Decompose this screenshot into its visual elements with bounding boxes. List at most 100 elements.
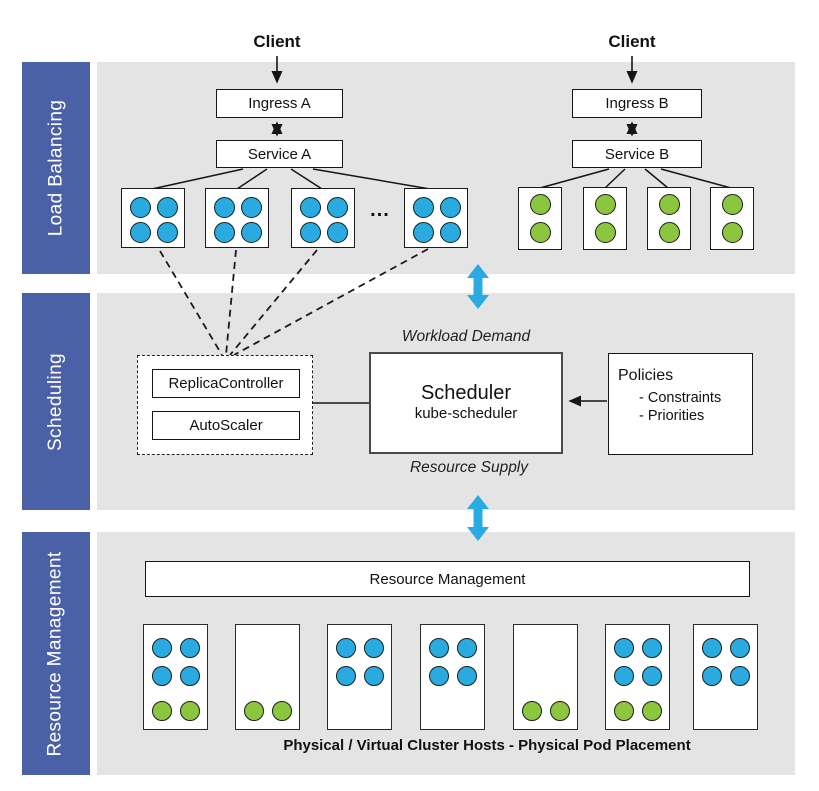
pod-circle-blue <box>336 666 356 686</box>
pod-circle-blue <box>300 222 321 243</box>
pod-circle-blue <box>429 638 449 658</box>
pod-circle-blue <box>180 638 200 658</box>
pod-circle-green <box>530 194 551 215</box>
policies-item: - Priorities <box>639 408 705 425</box>
pod-circle-blue <box>327 222 348 243</box>
pod-circle-green <box>722 194 743 215</box>
service-a-label: Service A <box>247 145 312 163</box>
pod-circle-blue <box>130 222 151 243</box>
pod-circle-green <box>180 701 200 721</box>
scheduling-label: Scheduling <box>45 352 66 451</box>
pod-circle-green <box>614 701 634 721</box>
autoscaler-label: AutoScaler <box>189 417 263 434</box>
resource-management-label: Resource Management <box>45 550 67 757</box>
pod-circle-blue <box>440 222 461 243</box>
replica-controller-box: ReplicaController <box>152 369 300 398</box>
pod-group-b <box>518 187 754 250</box>
sidebar-resource-management: Resource Management <box>22 532 90 775</box>
pod-circle-blue <box>327 197 348 218</box>
sidebar-load-balancing: Load Balancing <box>22 62 90 274</box>
pod-box <box>583 187 627 250</box>
load-balancing-label: Load Balancing <box>45 99 67 237</box>
policies-box: Policies - Constraints - Priorities <box>608 353 753 455</box>
policies-item: - Constraints <box>639 390 722 406</box>
pod-circle-blue <box>241 222 262 243</box>
pod-circle-green <box>642 701 662 721</box>
pod-circle-blue <box>180 666 200 686</box>
pod-circle-green <box>550 701 570 721</box>
scheduler-subtitle: kube-scheduler <box>414 405 518 423</box>
pod-circle-blue <box>152 666 172 686</box>
pod-circle-green <box>272 701 292 721</box>
ingress-b-label: Ingress B <box>605 95 669 112</box>
pod-box <box>291 188 355 248</box>
service-b-box: Service B <box>572 140 702 168</box>
autoscaler-box: AutoScaler <box>152 411 300 440</box>
pod-box <box>205 188 269 248</box>
policies-title: Policies <box>618 367 674 384</box>
workload-demand-label: Workload Demand <box>401 328 531 345</box>
pod-circle-blue <box>157 222 178 243</box>
host-box <box>420 624 485 730</box>
host-box <box>143 624 208 730</box>
scheduler-box: Scheduler kube-scheduler <box>369 352 563 454</box>
pod-circle-green <box>595 194 616 215</box>
pod-circle-blue <box>214 197 235 218</box>
pod-circle-blue <box>730 638 750 658</box>
cluster-hosts-row <box>143 624 759 730</box>
pod-circle-green <box>530 222 551 243</box>
replica-controller-label: ReplicaController <box>168 375 284 392</box>
resource-supply-label: Resource Supply <box>409 459 529 476</box>
pod-circle-blue <box>730 666 750 686</box>
pod-circle-green <box>595 222 616 243</box>
pod-circle-green <box>659 222 680 243</box>
pod-circle-blue <box>457 666 477 686</box>
pod-circle-blue <box>157 197 178 218</box>
pod-circle-green <box>659 194 680 215</box>
more-pods-ellipsis: ... <box>370 199 390 221</box>
controllers-dashed-box: ReplicaController AutoScaler <box>137 355 313 455</box>
pod-circle-blue <box>457 638 477 658</box>
pod-box <box>121 188 185 248</box>
client-a-label: Client <box>253 32 301 51</box>
pod-circle-blue <box>152 638 172 658</box>
pod-circle-blue <box>642 638 662 658</box>
pod-box <box>404 188 468 248</box>
ingress-a-label: Ingress A <box>248 95 311 112</box>
pod-circle-green <box>722 222 743 243</box>
pod-circle-blue <box>614 666 634 686</box>
ingress-a-box: Ingress A <box>216 89 343 118</box>
pod-circle-blue <box>413 222 434 243</box>
pod-circle-green <box>522 701 542 721</box>
client-b-label: Client <box>608 32 656 51</box>
hosts-caption: Physical / Virtual Cluster Hosts - Physi… <box>283 737 691 754</box>
resource-management-bar: Resource Management <box>145 561 750 597</box>
ingress-b-box: Ingress B <box>572 89 702 118</box>
pod-circle-blue <box>614 638 634 658</box>
pod-circle-blue <box>364 666 384 686</box>
pod-circle-blue <box>241 197 262 218</box>
sidebar-scheduling: Scheduling <box>22 293 90 510</box>
pod-circle-green <box>244 701 264 721</box>
scheduler-title: Scheduler <box>420 382 512 405</box>
resource-management-bar-label: Resource Management <box>369 570 526 588</box>
service-b-label: Service B <box>604 145 670 163</box>
pod-group-a <box>121 188 471 248</box>
pod-circle-blue <box>440 197 461 218</box>
pod-circle-blue <box>336 638 356 658</box>
service-a-box: Service A <box>216 140 343 168</box>
host-box <box>327 624 392 730</box>
pod-circle-blue <box>702 638 722 658</box>
host-box <box>513 624 578 730</box>
pod-box <box>518 187 562 250</box>
pod-circle-green <box>152 701 172 721</box>
pod-circle-blue <box>429 666 449 686</box>
pod-circle-blue <box>130 197 151 218</box>
pod-circle-blue <box>413 197 434 218</box>
pod-circle-blue <box>702 666 722 686</box>
host-box <box>693 624 758 730</box>
pod-box <box>710 187 754 250</box>
pod-circle-blue <box>300 197 321 218</box>
host-box <box>605 624 670 730</box>
